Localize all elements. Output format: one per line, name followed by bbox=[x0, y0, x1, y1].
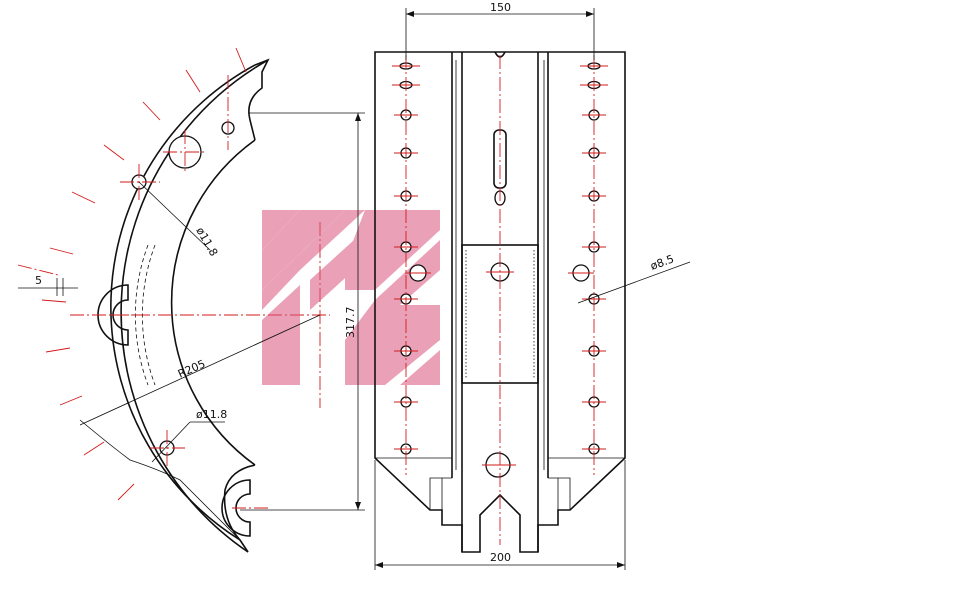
height-dimension: 317.7 bbox=[344, 307, 357, 339]
web-lower-edge bbox=[79, 419, 241, 541]
lining-inner-arc bbox=[110, 64, 256, 541]
rivet-holes-right bbox=[572, 62, 601, 455]
middle-cutout bbox=[97, 284, 129, 346]
bottom-width-dimension: 200 bbox=[490, 551, 511, 564]
shoe-bottom-tip bbox=[239, 539, 249, 553]
top-width-dimension: 150 bbox=[490, 1, 511, 14]
rivet-marks bbox=[41, 47, 247, 501]
bottom-cutout bbox=[221, 479, 251, 537]
front-view bbox=[374, 51, 626, 553]
front-dimensions: 150 200 ø8.5 bbox=[374, 1, 691, 570]
brand-logo-watermark bbox=[262, 210, 440, 385]
rivet-hole-dimension: ø8.5 bbox=[649, 252, 676, 273]
side-view-brake-shoe bbox=[41, 47, 330, 553]
offset-dimension: 5 bbox=[35, 274, 42, 287]
shoe-inner-arc bbox=[170, 139, 256, 466]
shoe-top-end bbox=[248, 58, 270, 141]
shoe-bottom-end bbox=[223, 464, 256, 541]
hole-lower-dimension: ø11.8 bbox=[196, 408, 227, 421]
side-dimensions: 317.7 R205 ø11.8 ø11.8 5 bbox=[17, 112, 365, 511]
hole-upper-dimension: ø11.8 bbox=[193, 225, 220, 259]
anchor-window bbox=[461, 244, 539, 384]
shoe-outline bbox=[374, 51, 626, 553]
lining-outer-arc bbox=[120, 59, 269, 553]
